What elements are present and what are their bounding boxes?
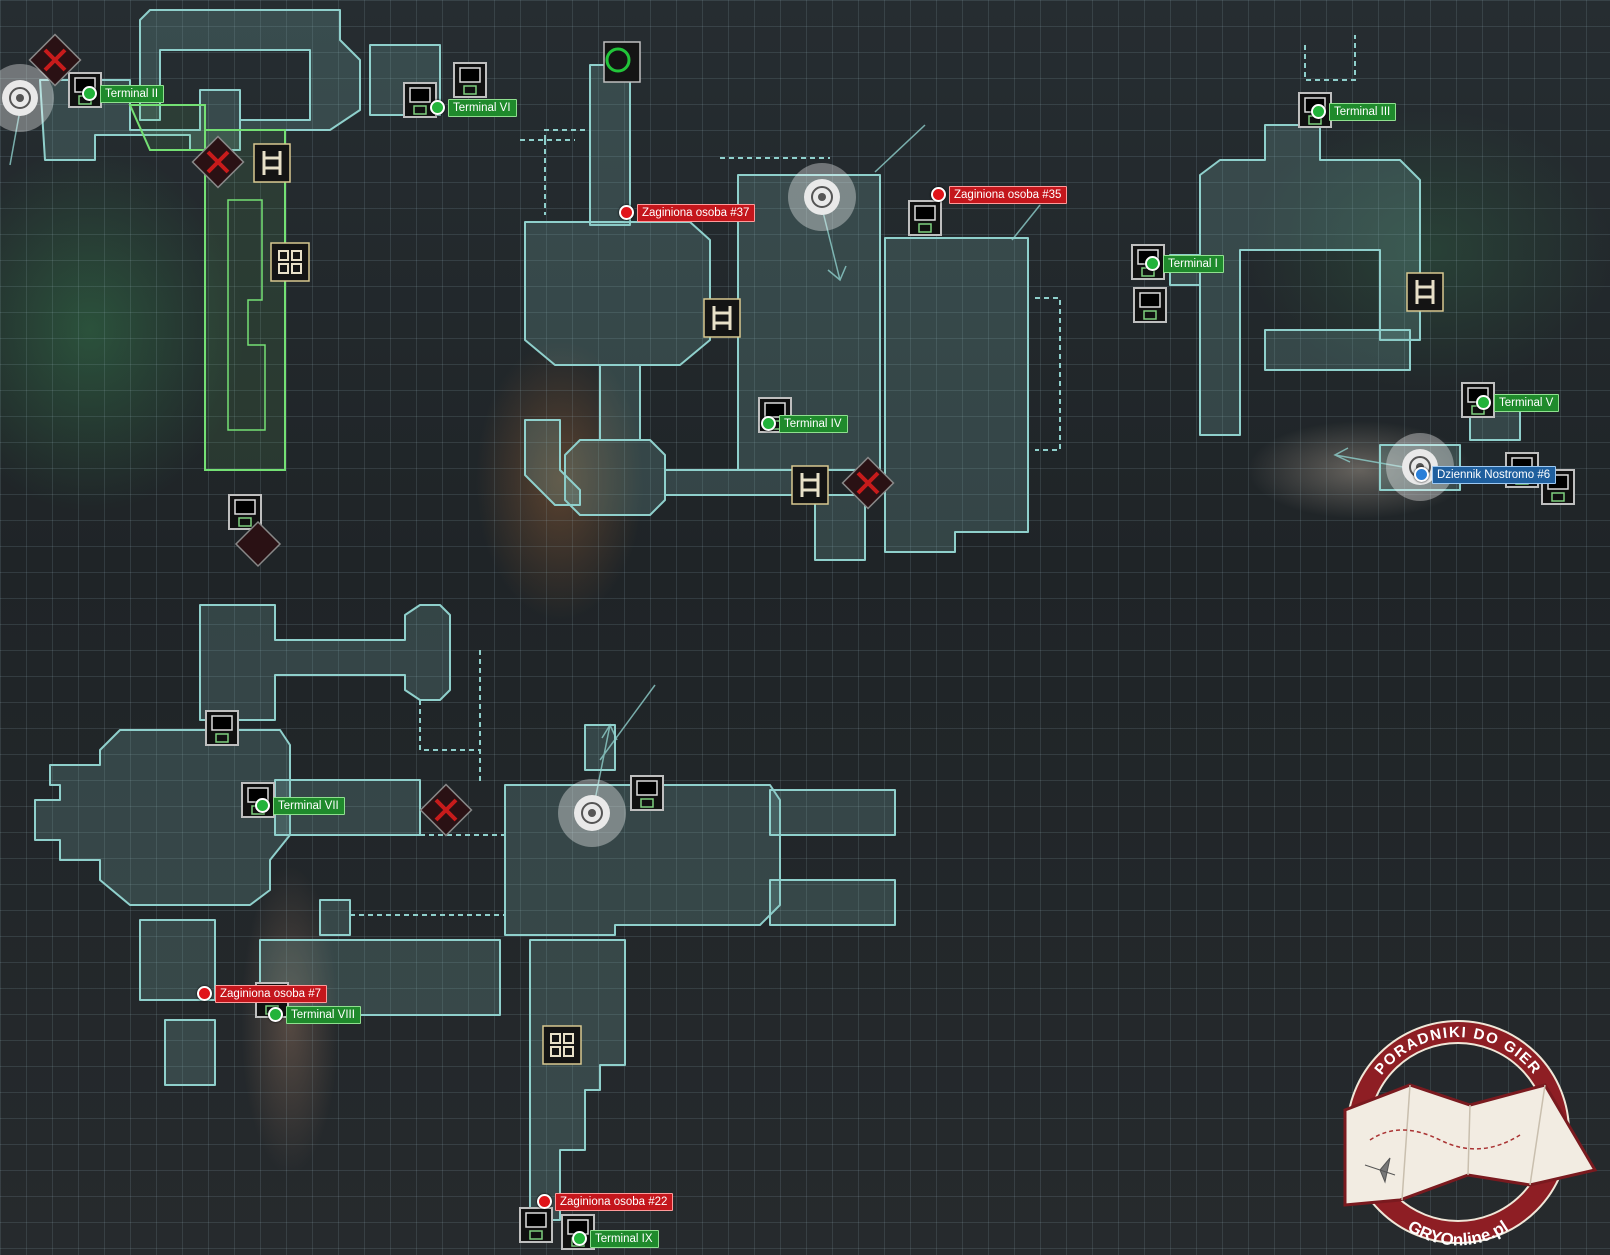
elevator-icon <box>603 41 641 83</box>
marker-label: Terminal VII <box>273 797 345 815</box>
vent-duct <box>520 139 575 215</box>
room <box>1199 124 1421 436</box>
vent-duct <box>544 129 590 140</box>
marker-label: Zaginiona osoba #37 <box>637 204 756 222</box>
marker-label: Zaginiona osoba #7 <box>215 985 328 1003</box>
marker-label: Terminal VIII <box>286 1006 361 1024</box>
marker-label: Terminal VI <box>448 99 517 117</box>
room <box>319 899 351 936</box>
terminal-dot-icon <box>268 1007 283 1022</box>
room <box>164 1019 216 1086</box>
room <box>1264 329 1411 371</box>
logo-top-text: PORADNIKI DO GIER <box>1371 1024 1543 1078</box>
terminal-dot-icon <box>1311 104 1326 119</box>
terminal-dot-icon <box>1145 256 1160 271</box>
marker-label: Terminal III <box>1329 103 1397 121</box>
svg-text:PORADNIKI DO GIER: PORADNIKI DO GIER <box>1371 1024 1544 1078</box>
terminal-dot-icon <box>430 100 445 115</box>
room <box>884 237 1029 553</box>
room <box>199 604 451 721</box>
marker-label: Zaginiona osoba #22 <box>555 1193 674 1211</box>
log-dot-icon <box>1414 467 1429 482</box>
missing-person-dot-icon <box>537 1194 552 1209</box>
marker-label: Terminal I <box>1163 255 1224 273</box>
terminal-dot-icon <box>572 1231 587 1246</box>
marker-label: Terminal IV <box>779 415 848 433</box>
vent-duct <box>1035 297 1061 451</box>
room <box>564 439 666 516</box>
highlighted-corridor <box>227 199 266 431</box>
room <box>524 419 581 506</box>
room <box>529 939 626 1221</box>
terminal-dot-icon <box>761 416 776 431</box>
path-line <box>874 124 926 173</box>
locked-door-icon <box>234 520 282 568</box>
terminal-dot-icon <box>82 86 97 101</box>
room <box>814 494 866 561</box>
marker-label: Zaginiona osoba #35 <box>949 186 1068 204</box>
marker-label: Terminal V <box>1494 394 1560 412</box>
room <box>769 879 896 926</box>
terminal-dot-icon <box>1476 395 1491 410</box>
path-line <box>599 684 656 761</box>
room <box>769 789 896 836</box>
room <box>524 221 711 366</box>
marker-label: Dziennik Nostromo #6 <box>1432 466 1557 484</box>
missing-person-dot-icon <box>197 986 212 1001</box>
missing-person-dot-icon <box>619 205 634 220</box>
terminal-dot-icon <box>255 798 270 813</box>
room <box>34 729 291 906</box>
marker-label: Terminal IX <box>590 1230 659 1248</box>
missing-person-dot-icon <box>931 187 946 202</box>
marker-label: Terminal II <box>100 85 165 103</box>
vent-duct <box>419 700 480 751</box>
path-line <box>1011 204 1041 241</box>
